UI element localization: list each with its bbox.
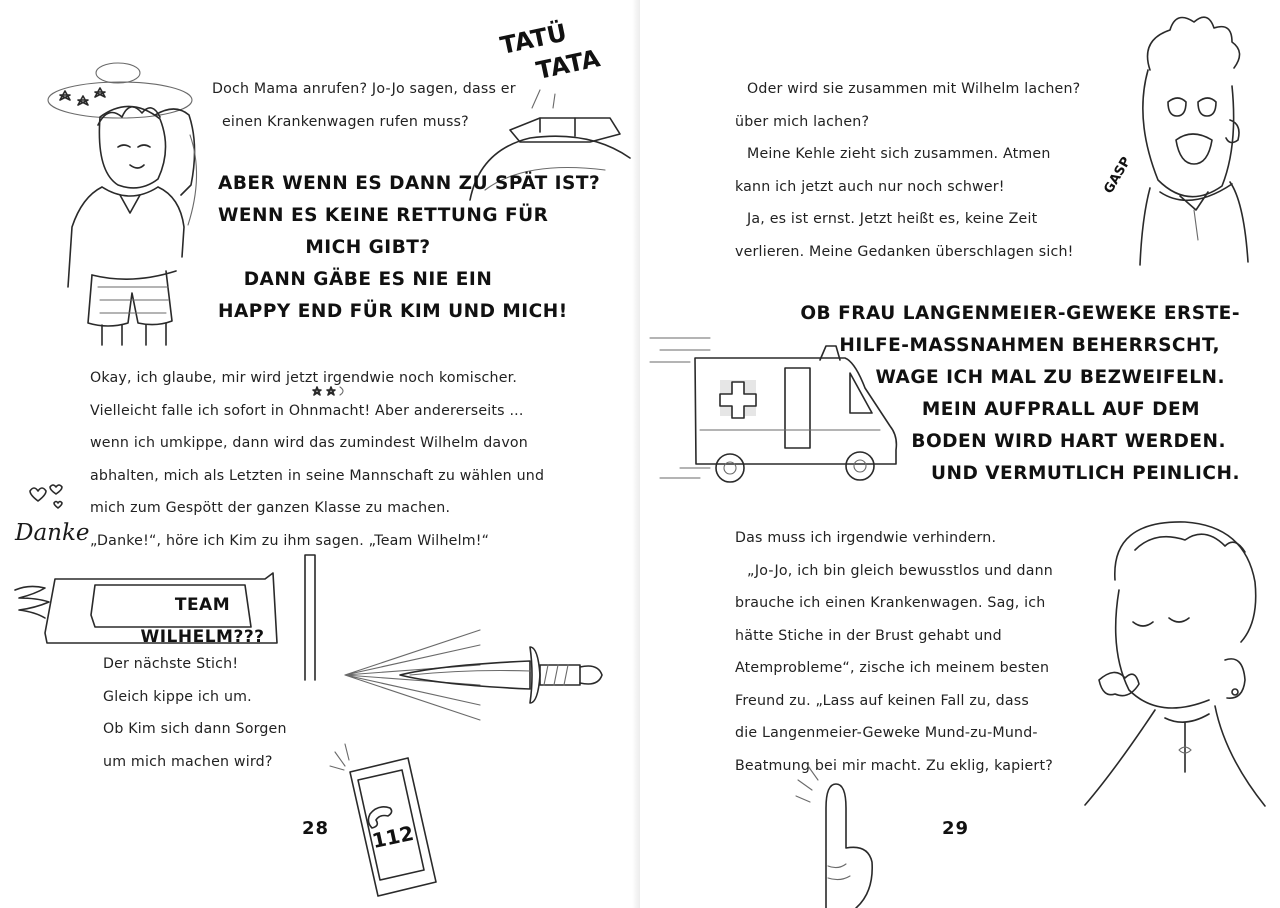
intro-text: Doch Mama anrufen? Jo-Jo sagen, dass er …	[212, 73, 516, 138]
left-page: TATÜ TATA Doch Mama anrufen? Jo-Jo sagen…	[14, 16, 631, 902]
shout-line: HILFE-MASSNAHMEN BEHERRSCHT,	[839, 335, 1220, 356]
top-line: Meine Kehle zieht sich zusammen. Atmen	[747, 146, 1051, 162]
bottom-line: Freund zu. „Lass auf keinen Fall zu, das…	[735, 692, 1029, 709]
top-line: über mich lachen?	[735, 113, 870, 130]
shout-line: ABER WENN ES DANN ZU SPÄT IST?	[218, 173, 601, 194]
top-text: Oder wird sie zusammen mit Wilhelm lache…	[735, 73, 1080, 268]
phone-illustration	[330, 742, 440, 902]
shout-line: DANN GÄBE ES NIE EIN	[243, 269, 493, 290]
shout-line: WAGE ICH MAL ZU BEZWEIFELN.	[875, 367, 1225, 388]
ambulance-illustration	[650, 318, 910, 493]
stitch-line: Gleich kippe ich um.	[103, 688, 252, 705]
shout-line: BODEN WIRD HART WERDEN.	[911, 431, 1226, 452]
stitch-text: Der nächste Stich! Gleich kippe ich um. …	[103, 648, 287, 778]
stars-doodle	[310, 385, 350, 399]
stitch-line: um mich machen wird?	[103, 753, 273, 770]
bottom-line: Das muss ich irgendwie verhindern.	[735, 530, 997, 546]
top-line: Ja, es ist ernst. Jetzt heißt es, keine …	[747, 211, 1038, 227]
body-line: mich zum Gespött der ganzen Klasse zu ma…	[90, 500, 451, 516]
body-line: Okay, ich glaube, mir wird jetzt irgendw…	[90, 370, 518, 386]
sword-illustration	[340, 625, 630, 725]
body-text: Okay, ich glaube, mir wird jetzt irgendw…	[90, 362, 544, 557]
top-line: Oder wird sie zusammen mit Wilhelm lache…	[747, 81, 1081, 97]
bottom-line: hätte Stiche in der Brust gehabt und	[735, 627, 1002, 644]
shout-block-right: OB FRAU LANGENMEIER-GEWEKE ERSTE- HILFE-…	[800, 298, 1240, 490]
bottom-line: Atemprobleme“, zische ich meinem besten	[735, 660, 1050, 676]
body-line: Vielleicht falle ich sofort in Ohnmacht!…	[90, 402, 524, 419]
team-wilhelm-banner-text: TEAM WILHELM???	[140, 595, 265, 647]
shout-line: WENN ES KEINE RETTUNG FÜR	[218, 205, 549, 226]
bottom-line: „Jo-Jo, ich bin gleich bewusstlos und da…	[747, 562, 1053, 579]
page-number-right: 29	[942, 818, 970, 839]
gasping-boy-illustration	[1080, 10, 1270, 265]
right-page: Oder wird sie zusammen mit Wilhelm lache…	[640, 0, 1280, 908]
dizzy-boy-illustration	[40, 55, 210, 345]
shout-block-left: ABER WENN ES DANN ZU SPÄT IST? WENN ES K…	[218, 168, 601, 328]
finger-illustration	[798, 766, 878, 908]
siren-light-illustration: TATÜ TATA	[430, 17, 630, 200]
body-line: „Danke!“, höre ich Kim zu ihm sagen. „Te…	[90, 532, 490, 549]
shout-line: OB FRAU LANGENMEIER-GEWEKE ERSTE-	[800, 303, 1240, 324]
body-line: wenn ich umkippe, dann wird das zumindes…	[90, 435, 528, 451]
shout-line: MEIN AUFPRALL AUF DEM	[921, 399, 1200, 420]
intro-line: Doch Mama anrufen? Jo-Jo sagen, dass er	[212, 81, 516, 97]
shout-line: HAPPY END FÜR KIM UND MICH!	[218, 301, 568, 322]
top-line: verlieren. Meine Gedanken überschlagen s…	[735, 243, 1074, 260]
flag-banner-illustration	[15, 555, 325, 685]
stitch-line: Der nächste Stich!	[103, 656, 239, 672]
bottom-line: brauche ich einen Krankenwagen. Sag, ich	[735, 595, 1046, 611]
kissing-boy-illustration	[1075, 510, 1270, 810]
bottom-text: Das muss ich irgendwie verhindern. „Jo-J…	[735, 522, 1053, 782]
stitch-line: Ob Kim sich dann Sorgen	[103, 721, 287, 737]
page-number-left: 28	[302, 818, 330, 839]
top-line: kann ich jetzt auch nur noch schwer!	[735, 178, 1005, 195]
shout-line: UND VERMUTLICH PEINLICH.	[930, 463, 1240, 484]
hearts-doodle	[28, 483, 68, 511]
body-line: abhalten, mich als Letzten in seine Mann…	[90, 467, 545, 484]
bottom-line: die Langenmeier-Geweke Mund-zu-Mund-	[735, 725, 1038, 741]
bottom-line: Beatmung bei mir macht. Zu eklig, kapier…	[735, 757, 1053, 774]
danke-doodle: Danke	[15, 520, 90, 546]
intro-line: einen Krankenwagen rufen muss?	[222, 113, 469, 130]
shout-line: MICH GIBT?	[305, 237, 431, 258]
